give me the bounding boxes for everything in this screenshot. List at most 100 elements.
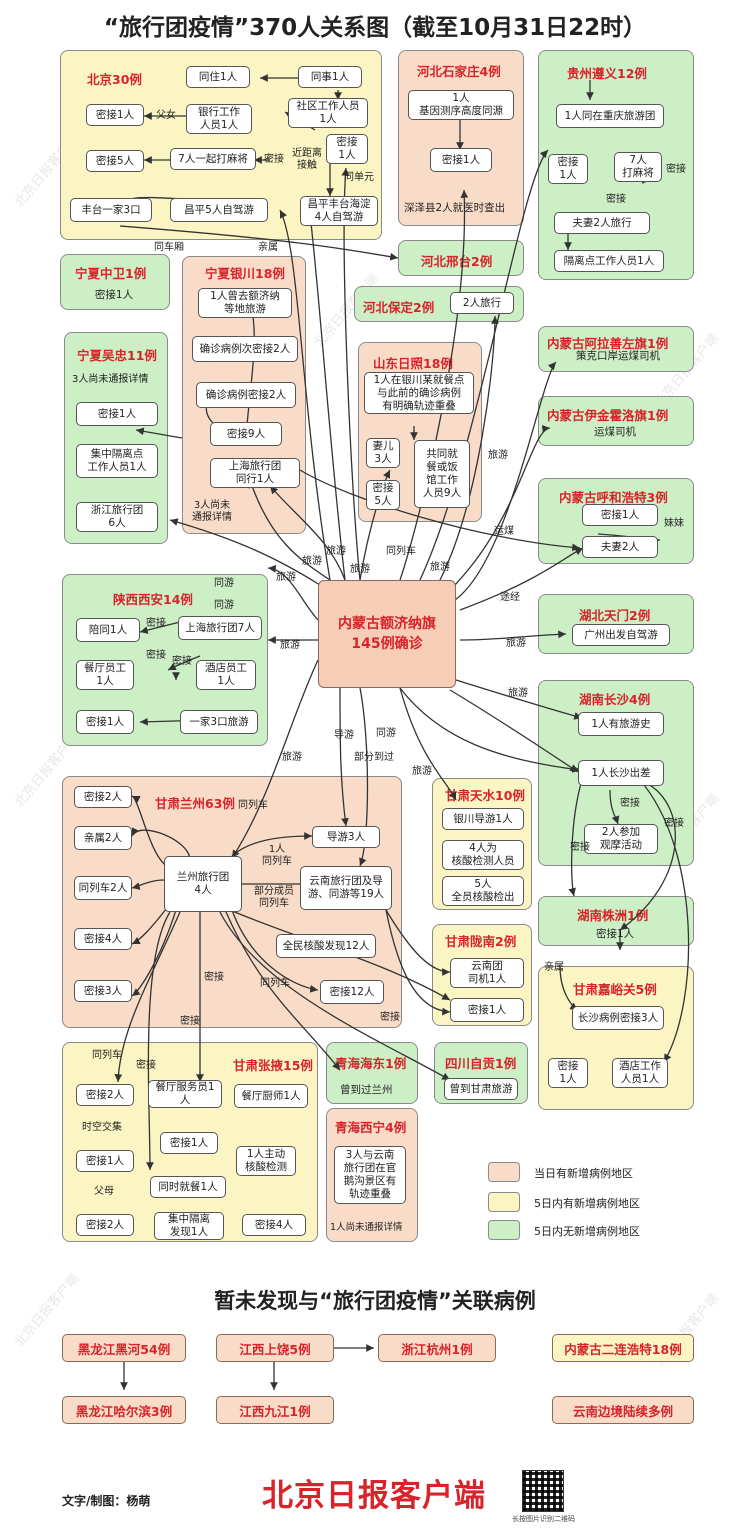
- node: 陪同1人: [76, 618, 140, 642]
- edge-label: 旅游: [282, 752, 302, 763]
- node: 密接 5人: [366, 480, 400, 510]
- note: 曾到过兰州: [340, 1084, 393, 1096]
- edge-label: 父女: [156, 110, 176, 121]
- edge-label: 时空交集: [82, 1122, 122, 1133]
- edge-label: 密接: [570, 842, 590, 853]
- note: 3人尚未 通报详情: [192, 500, 232, 523]
- node: 密接9人: [210, 422, 282, 446]
- region-label: 甘肃兰州63例: [155, 796, 235, 811]
- legend-swatch: [488, 1220, 520, 1240]
- node: 密接 1人: [548, 1058, 588, 1088]
- node: 昌平5人自驾游: [170, 198, 268, 222]
- node: 同住1人: [186, 66, 250, 88]
- qr-caption: 长按图片识别二维码: [512, 1515, 575, 1523]
- node: 密接1人: [76, 1150, 134, 1172]
- page-title: “旅行团疫情”370人关系图（截至10月31日22时）: [103, 15, 647, 41]
- node: 妻儿 3人: [366, 438, 400, 468]
- node: 集中隔离 发现1人: [154, 1212, 224, 1240]
- edge-label: 旅游: [488, 450, 508, 461]
- node: 密接 1人: [548, 154, 588, 184]
- edge-label: 密接: [136, 1060, 156, 1071]
- qr-code-icon[interactable]: [522, 1470, 564, 1512]
- node: 银行工作 人员1人: [186, 104, 252, 134]
- edge-label: 运煤: [494, 526, 514, 537]
- edge-label: 旅游: [506, 638, 526, 649]
- edge-label: 同游: [214, 578, 234, 589]
- region-label: 河北保定2例: [363, 300, 435, 315]
- node: 密接 1人: [326, 134, 368, 164]
- node: 2人旅行: [450, 292, 514, 314]
- legend-swatch: [488, 1162, 520, 1182]
- node: 密接2人: [76, 1214, 134, 1236]
- node: 隔离点工作人员1人: [554, 250, 664, 272]
- node: 餐厅厨师1人: [234, 1084, 308, 1108]
- edge-label: 旅游: [276, 572, 296, 583]
- credit-text: 文字/制图：杨萌: [62, 1494, 151, 1508]
- region-label: 宁夏中卫1例: [75, 266, 147, 281]
- unlinked-yunnan: 云南边境陆续多例: [552, 1396, 694, 1424]
- edge-label: 途经: [500, 592, 520, 603]
- region-qinghai-haidong: 青海海东1例: [326, 1042, 418, 1104]
- node: 导游3人: [312, 826, 380, 848]
- node: 密接2人: [76, 1084, 134, 1106]
- edge-label: 同列车: [260, 978, 290, 989]
- node: 1人曾去额济纳 等地旅游: [198, 288, 292, 318]
- edge-label: 密接: [172, 656, 192, 667]
- node: 长沙病例密接3人: [572, 1006, 664, 1030]
- unlinked-hangzhou: 浙江杭州1例: [378, 1334, 496, 1362]
- edge-label: 同列车: [386, 546, 416, 557]
- note: 密接1人: [596, 928, 635, 940]
- edge-label: 同车厢: [154, 242, 184, 253]
- node: 1人有旅游史: [578, 712, 664, 736]
- edge-label: 部分成员 同列车: [254, 886, 294, 909]
- node: 密接1人: [94, 288, 134, 301]
- center-ejina: 内蒙古额济纳旗 145例确诊: [318, 580, 456, 688]
- region-nmg-yijinhuoluo: 内蒙古伊金霍洛旗1例: [538, 396, 694, 446]
- node: 1人在银川某就餐点 与此前的确诊病例 有明确轨迹重叠: [364, 372, 474, 414]
- node: 密接1人: [450, 998, 524, 1022]
- note: 运煤司机: [594, 426, 636, 438]
- edge-label: 密接: [664, 818, 684, 829]
- node: 7人 打麻将: [614, 152, 662, 182]
- node: 密接1人: [430, 148, 492, 172]
- edge-label: 同列车: [238, 800, 268, 811]
- node: 密接3人: [74, 980, 132, 1002]
- edge-label: 同游: [214, 600, 234, 611]
- region-label: 河北石家庄4例: [417, 64, 501, 79]
- legend-swatch: [488, 1192, 520, 1212]
- node: 7人一起打麻将: [170, 148, 256, 170]
- edge-label: 妹妹: [664, 518, 684, 529]
- unlinked-heihe: 黑龙江黑河54例: [62, 1334, 186, 1362]
- edge-label: 密接: [620, 798, 640, 809]
- region-label: 贵州遵义12例: [567, 66, 647, 81]
- note: 3人尚未通报详情: [72, 374, 149, 385]
- edge-label: 旅游: [350, 564, 370, 575]
- node: 酒店工作 人员1人: [612, 1058, 668, 1088]
- region-label: 湖北天门2例: [579, 608, 651, 623]
- node: 亲属2人: [74, 826, 132, 850]
- unlinked-erlianhaote: 内蒙古二连浩特18例: [552, 1334, 694, 1362]
- node: 曾到甘肃旅游: [444, 1078, 518, 1100]
- node: 密接1人: [582, 504, 658, 526]
- node: 1人 基因测序高度同源: [408, 90, 514, 120]
- node: 兰州旅行团 4人: [164, 856, 242, 912]
- node: 密接1人: [160, 1132, 218, 1154]
- edge-label: 旅游: [508, 688, 528, 699]
- edge-label: 密接: [146, 650, 166, 661]
- node: 密接4人: [242, 1214, 306, 1236]
- edge-label: 亲属: [544, 962, 564, 973]
- node: 酒店员工 1人: [196, 660, 256, 690]
- region-label: 北京30例: [87, 72, 142, 87]
- node: 同列车2人: [74, 876, 132, 900]
- node: 云南旅行团及导 游、同游等19人: [300, 866, 392, 910]
- edge-label: 亲属: [258, 242, 278, 253]
- region-label: 甘肃天水10例: [445, 788, 525, 803]
- region-label: 青海海东1例: [335, 1056, 407, 1071]
- node: 全民核酸发现12人: [276, 934, 376, 958]
- logo: 北京日报客户端: [262, 1478, 486, 1514]
- note: 深泽县2人就医时查出: [404, 202, 506, 214]
- node: 密接4人: [74, 928, 132, 950]
- node: 密接2人: [74, 786, 132, 808]
- region-label: 内蒙古伊金霍洛旗1例: [547, 408, 669, 423]
